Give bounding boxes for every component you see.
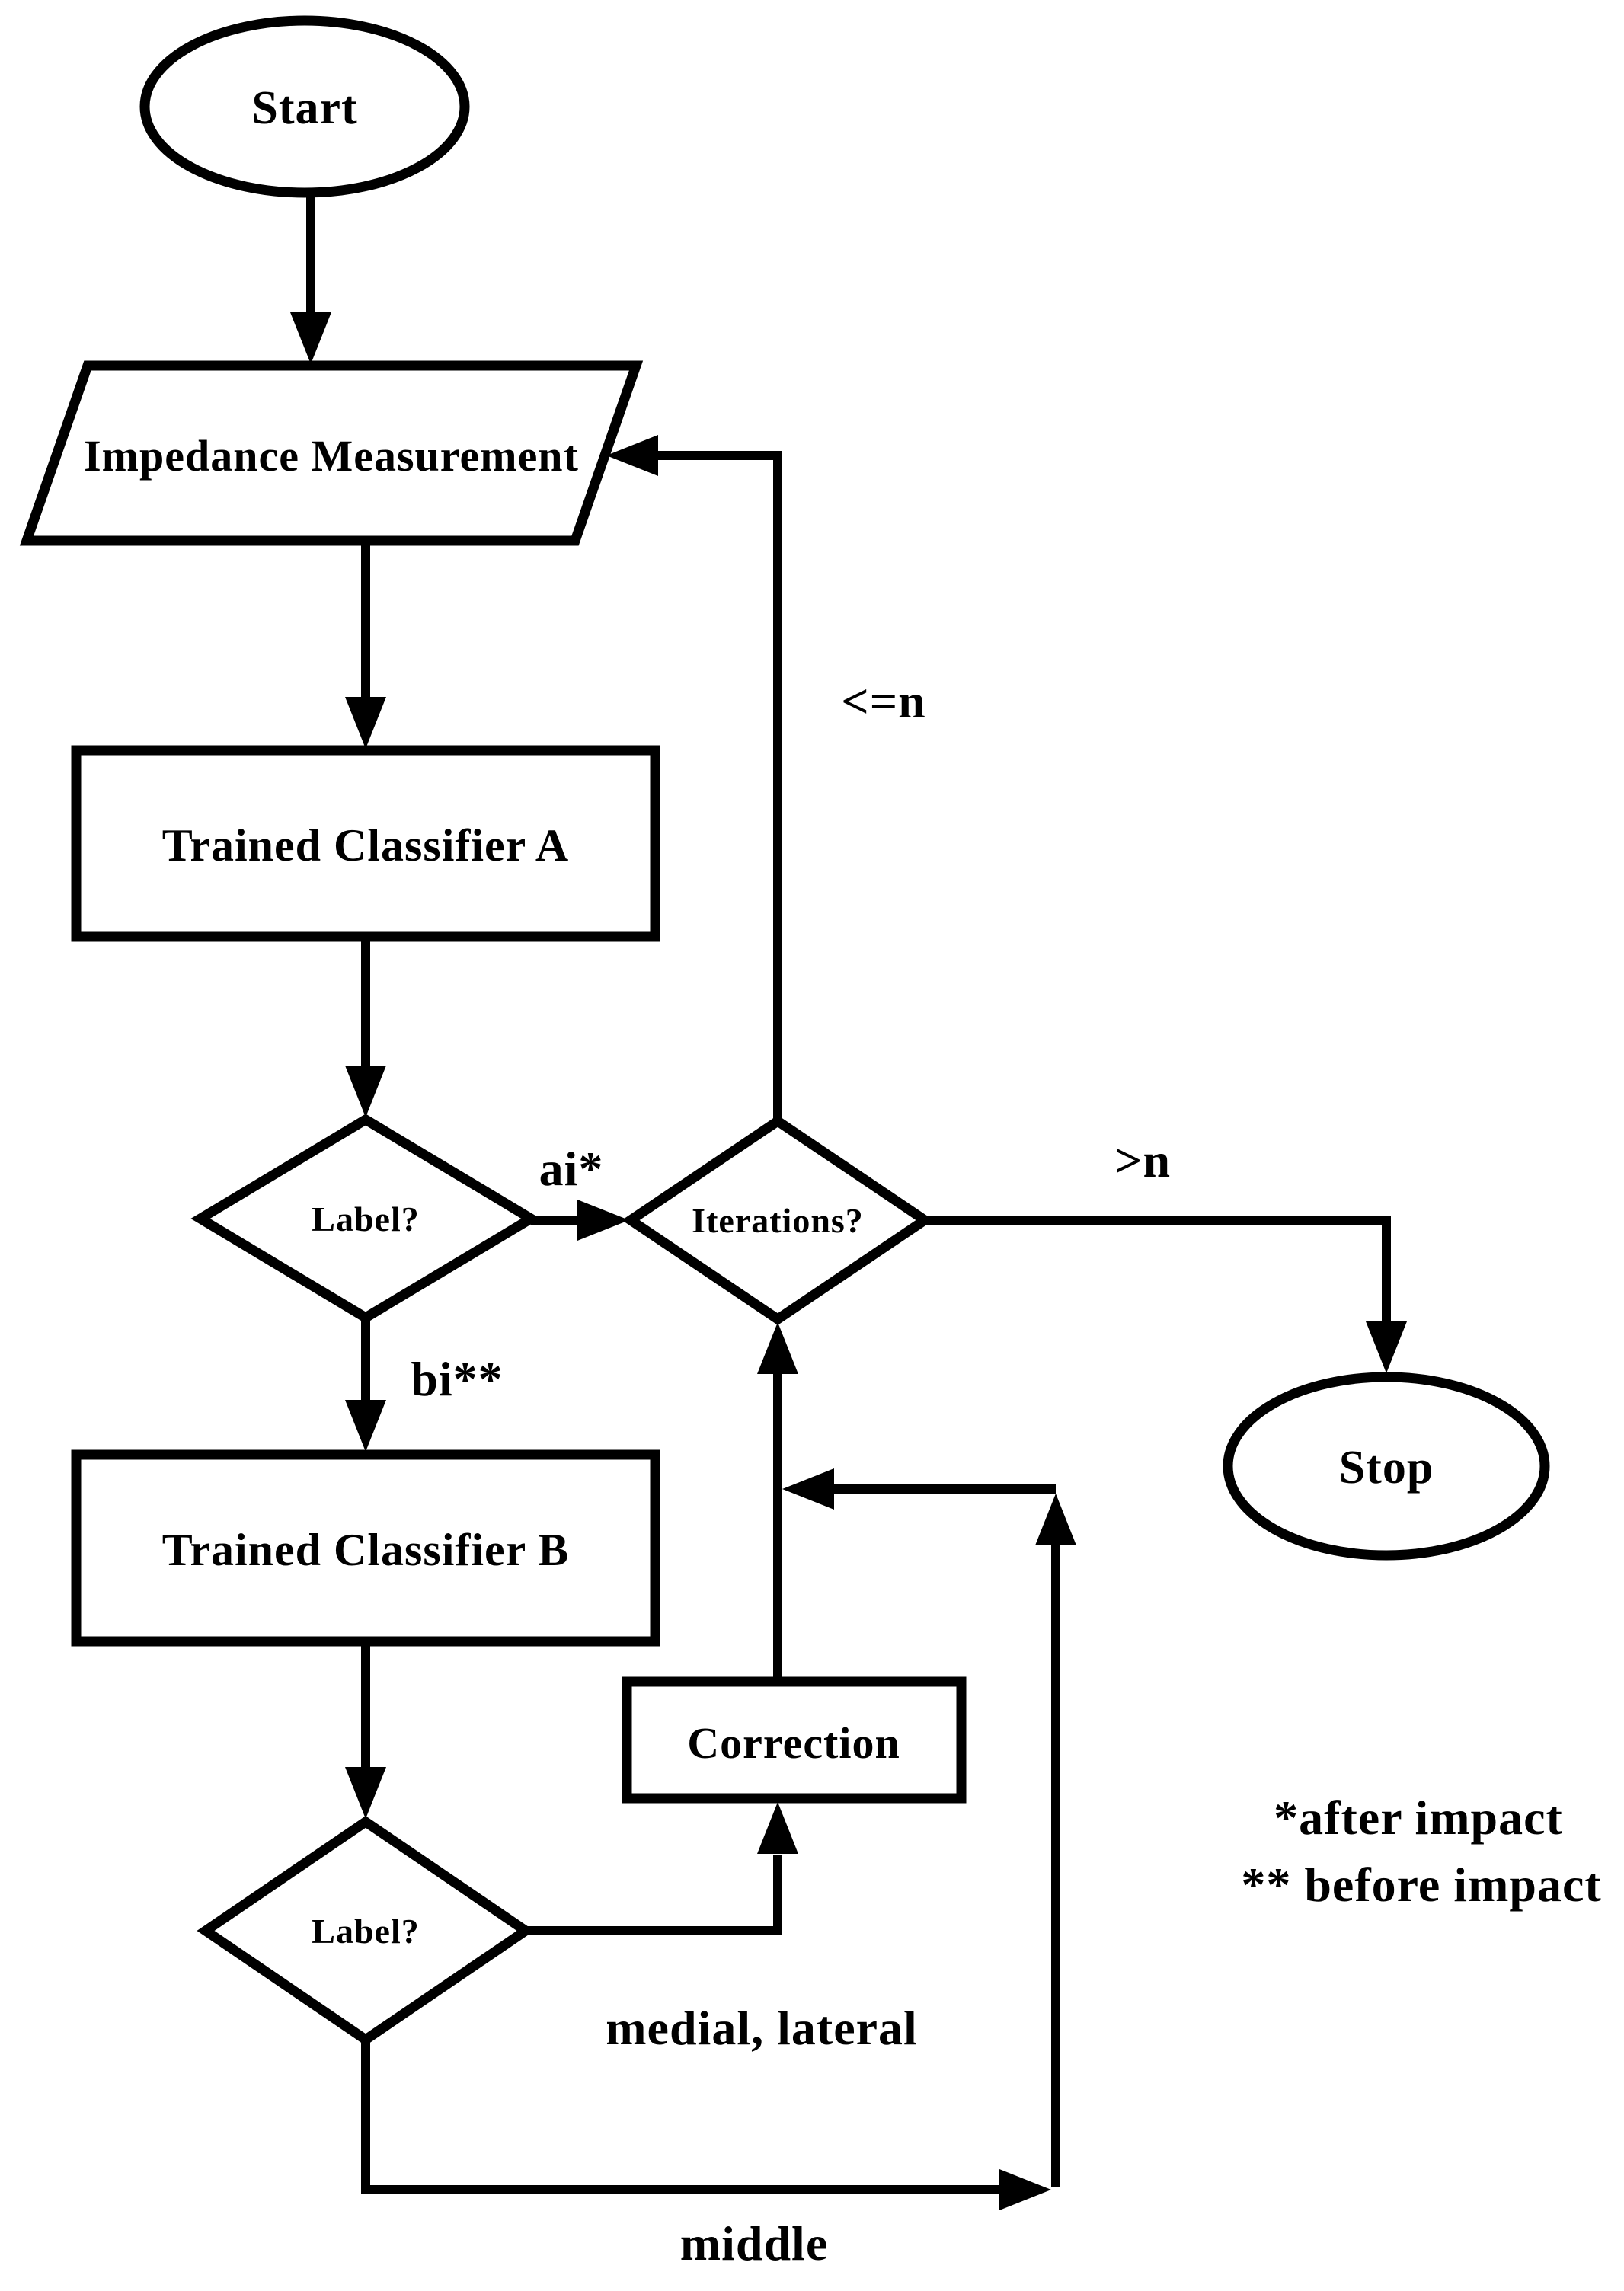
node-impedance-measurement: Impedance Measurement [19, 360, 644, 546]
arrowhead-into-correction-bottom [757, 1802, 798, 1854]
edge-label-middle: middle [680, 2216, 828, 2270]
edge-label2-correction [526, 1855, 782, 1935]
correction-label: Correction [687, 1718, 900, 1768]
arrowhead-middle-loop-corner-right [999, 2169, 1051, 2210]
iterations-text: Iterations? [692, 1201, 864, 1240]
arrowhead-into-label2 [345, 1767, 386, 1819]
edge-label-le-n: <=n [841, 674, 926, 728]
correction-rect [622, 1676, 967, 1804]
impedance-parallelogram [19, 360, 644, 546]
edge-iterations-stop [925, 1216, 1391, 1325]
node-start: Start [139, 15, 470, 198]
annotation-before-impact: ** before impact [1241, 1858, 1601, 1912]
node-label2-decision: Label? [197, 1816, 535, 2046]
edge-label-bi: bi** [411, 1352, 503, 1406]
node-stop: Stop [1223, 1372, 1550, 1561]
node-trained-classifier-a: Trained Classifier A [71, 745, 660, 942]
arrowhead-connector-left [782, 1468, 834, 1510]
edge-label-gt-n: >n [1114, 1133, 1171, 1187]
classifier-a-rect [71, 745, 660, 942]
label2-text: Label? [312, 1912, 419, 1951]
annotation-after-impact: *after impact [1274, 1791, 1563, 1845]
label1-diamond [190, 1114, 541, 1324]
start-ellipse [139, 15, 470, 198]
classifier-b-rect [71, 1449, 660, 1647]
iterations-diamond [622, 1115, 934, 1325]
label1-text: Label? [312, 1200, 419, 1238]
arrowhead-into-label1 [345, 1066, 386, 1117]
label2-diamond [197, 1816, 535, 2046]
arrowhead-into-impedance-top [290, 312, 331, 364]
arrowhead-into-classifier-a [345, 697, 386, 749]
classifier-b-label: Trained Classifier B [162, 1525, 569, 1575]
classifier-a-label: Trained Classifier A [162, 820, 569, 871]
arrowhead-into-classifier-b [345, 1400, 386, 1452]
edge-label2-middle-loop-bottom [361, 2040, 1001, 2194]
arrowhead-middle-loop-up [1035, 1494, 1076, 1545]
edge-iterations-impedance-feedback [658, 451, 782, 1121]
edge-label-ai: ai* [539, 1142, 604, 1196]
arrowhead-into-iterations-bottom [757, 1322, 798, 1374]
impedance-label: Impedance Measurement [84, 431, 579, 481]
node-iterations-decision: Iterations? [622, 1115, 934, 1325]
arrowhead-into-iterations-left [577, 1200, 629, 1241]
node-correction: Correction [622, 1676, 967, 1804]
stop-ellipse [1223, 1372, 1550, 1561]
stop-label: Stop [1339, 1442, 1434, 1494]
node-label1-decision: Label? [190, 1114, 541, 1324]
arrowhead-into-stop [1366, 1321, 1407, 1373]
node-trained-classifier-b: Trained Classifier B [71, 1449, 660, 1647]
edge-label-medial-lateral: medial, lateral [606, 2001, 918, 2055]
start-label: Start [251, 82, 357, 134]
arrowhead-into-impedance-right [606, 435, 658, 476]
